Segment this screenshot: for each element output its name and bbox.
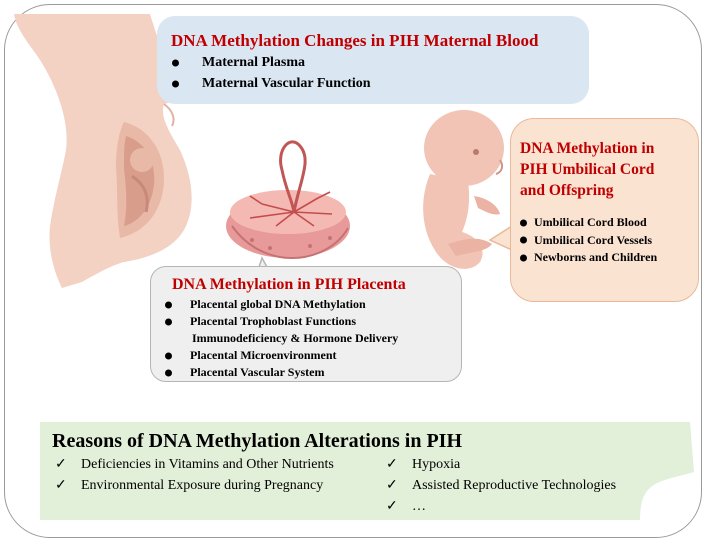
- check-icon: ✓: [386, 499, 398, 514]
- list-item: Maternal Plasma: [172, 52, 371, 73]
- umbilical-cord-list: Umbilical Cord Blood Umbilical Cord Vess…: [520, 214, 657, 267]
- list-item: ✓Environmental Exposure during Pregnancy: [55, 475, 334, 496]
- bullet-icon: [172, 59, 179, 66]
- fetus-illustration: [423, 110, 504, 269]
- check-icon: ✓: [55, 478, 67, 493]
- placenta-illustration: [226, 140, 350, 260]
- check-icon: ✓: [386, 457, 398, 472]
- bullet-icon: [520, 254, 527, 262]
- check-icon: ✓: [386, 478, 398, 493]
- list-item: Placental Vascular System: [165, 364, 398, 381]
- list-item: Umbilical Cord Blood: [520, 214, 657, 232]
- reasons-title: Reasons of DNA Methylation Alterations i…: [52, 430, 462, 452]
- bullet-icon: [165, 369, 172, 376]
- maternal-blood-box: [157, 16, 589, 104]
- list-item: Umbilical Cord Vessels: [520, 232, 657, 250]
- list-item: ✓Deficiencies in Vitamins and Other Nutr…: [55, 454, 334, 475]
- list-item: Placental Trophoblast Functions: [165, 313, 398, 330]
- umbilical-cord-box: [510, 118, 699, 302]
- maternal-blood-title: DNA Methylation Changes in PIH Maternal …: [171, 31, 539, 50]
- placenta-box: [150, 266, 462, 382]
- bullet-icon: [165, 352, 172, 359]
- list-item: ✓Hypoxia: [386, 454, 616, 475]
- reasons-left-list: ✓Deficiencies in Vitamins and Other Nutr…: [55, 454, 334, 496]
- reasons-band: [40, 422, 694, 520]
- bullet-icon: [520, 236, 527, 244]
- list-item: Immunodeficiency & Hormone Delivery: [192, 331, 399, 345]
- pregnant-woman-illustration: [14, 14, 192, 288]
- bullet-icon: [172, 80, 179, 87]
- list-item: ✓Assisted Reproductive Technologies: [386, 475, 616, 496]
- placenta-title: DNA Methylation in PIH Placenta: [172, 276, 406, 293]
- list-item: Newborns and Children: [520, 249, 657, 267]
- list-item: ✓…: [386, 496, 616, 517]
- umbilical-cord-title: DNA Methylation in PIH Umbilical Cord an…: [520, 140, 655, 199]
- list-item: Maternal Vascular Function: [172, 73, 371, 94]
- bullet-icon: [165, 301, 172, 308]
- reasons-right-list: ✓Hypoxia ✓Assisted Reproductive Technolo…: [386, 454, 616, 517]
- list-item: Placental Microenvironment: [165, 347, 398, 364]
- check-icon: ✓: [55, 457, 67, 472]
- bullet-icon: [520, 219, 527, 227]
- placenta-list: Placental global DNA Methylation Placent…: [165, 296, 398, 381]
- list-item: Placental global DNA Methylation: [165, 296, 398, 313]
- bullet-icon: [165, 318, 172, 325]
- maternal-blood-list: Maternal Plasma Maternal Vascular Functi…: [172, 52, 371, 94]
